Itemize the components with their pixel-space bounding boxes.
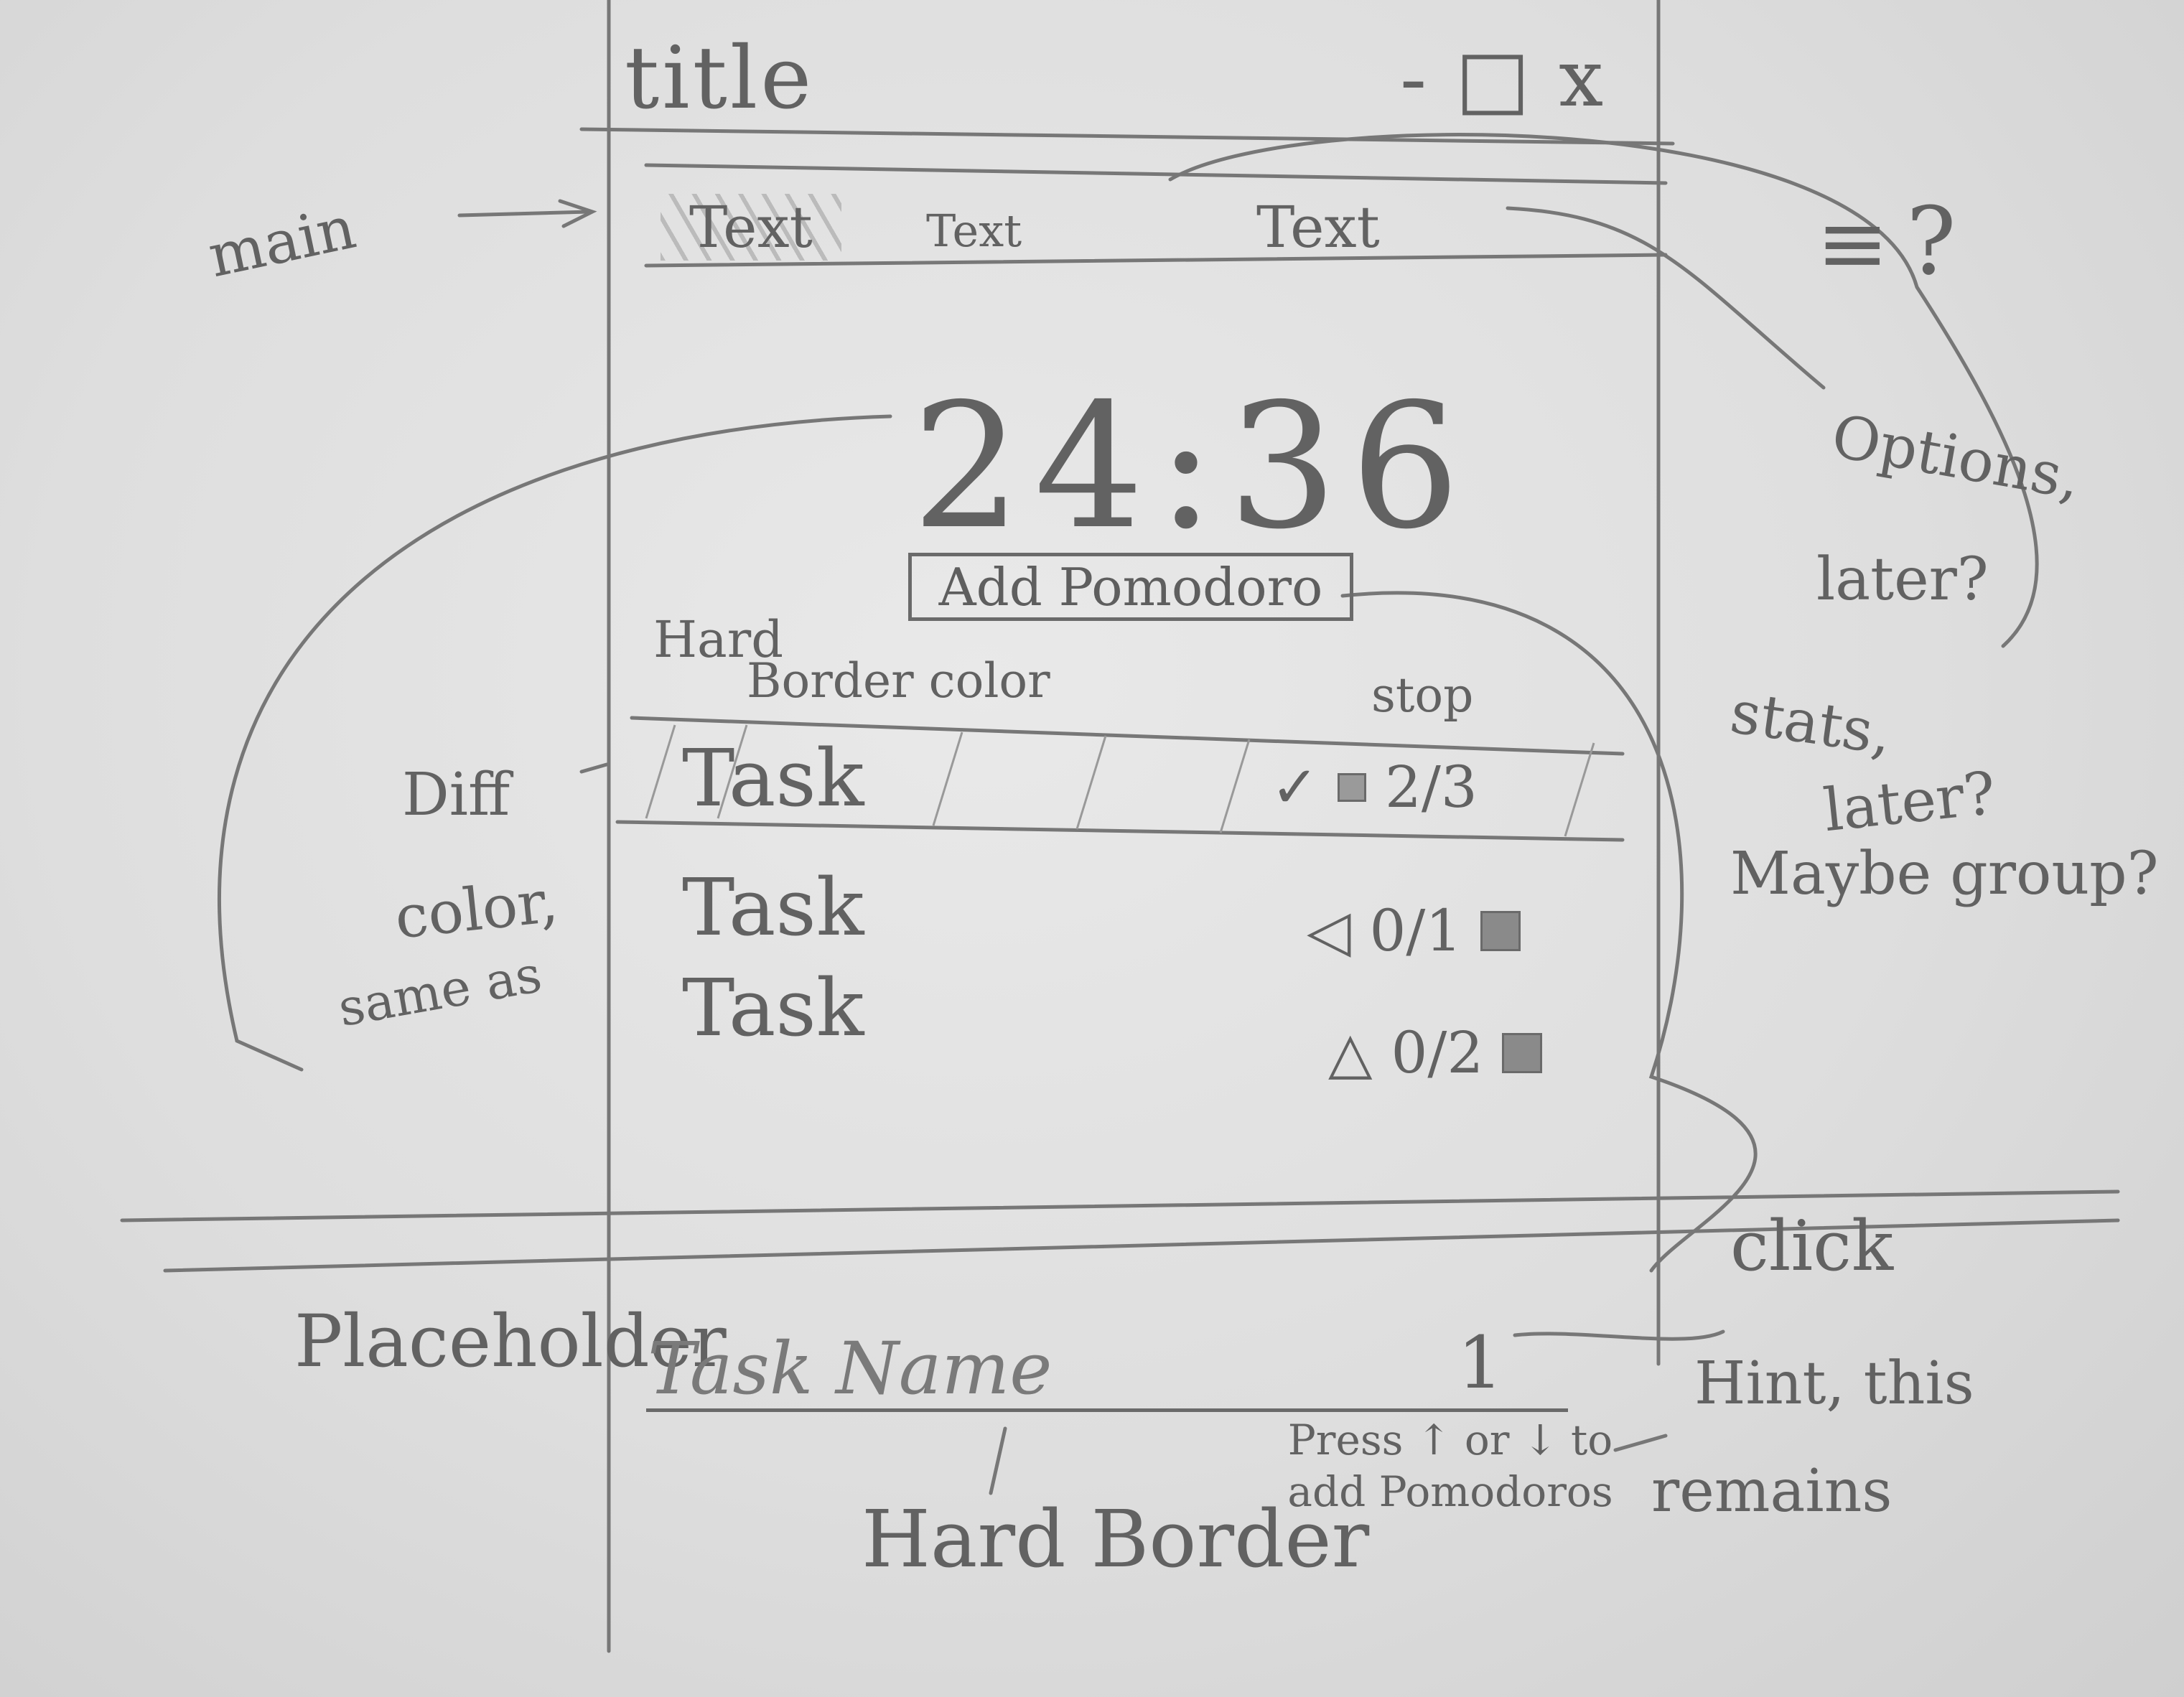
annotation-click: click — [1730, 1206, 1894, 1286]
stop-icon[interactable] — [1338, 772, 1367, 802]
annotation-remains: remains — [1651, 1457, 1893, 1525]
pomodoro-count: 1 — [1457, 1321, 1503, 1405]
annotation-hard-border: Hard Border — [862, 1493, 1370, 1585]
annotation-diff: Diff — [402, 761, 510, 829]
window-controls: - □ x — [1400, 32, 1603, 124]
task-meta-1: ✓ 2/3 — [1271, 754, 1478, 821]
menu-question-mark: ? — [1906, 187, 1956, 296]
annotation-options-later: later? — [1816, 546, 1989, 614]
task-meta-2: ◁ 0/1 — [1307, 897, 1521, 964]
close-button[interactable]: x — [1559, 32, 1604, 124]
tab-1[interactable]: Text — [661, 194, 841, 261]
maximize-button[interactable]: □ — [1455, 32, 1531, 124]
check-icon[interactable]: ✓ — [1271, 754, 1320, 821]
window-title: title — [625, 29, 815, 128]
task-count-2: 0/1 — [1369, 897, 1462, 964]
task-name-1[interactable]: Task — [682, 732, 864, 824]
hint-line-1: Press ↑ or ↓ to — [1287, 1416, 1613, 1464]
task-count-3: 0/2 — [1391, 1019, 1484, 1086]
play-icon[interactable]: ◁ — [1307, 897, 1351, 964]
timer-display: 24:36 — [912, 366, 1473, 567]
annotation-hint-this: Hint, this — [1694, 1350, 1974, 1418]
task-name-2[interactable]: Task — [682, 861, 864, 953]
task-name-input[interactable] — [646, 1328, 1568, 1412]
task-count-1: 2/3 — [1385, 754, 1478, 821]
hint-line-2: add Pomodoros — [1287, 1467, 1613, 1516]
task-name-3[interactable]: Task — [682, 962, 864, 1054]
minimize-button[interactable]: - — [1400, 32, 1427, 124]
tab-2[interactable]: Text — [926, 205, 1022, 257]
hint-text: Press ↑ or ↓ to add Pomodoros — [1271, 1414, 1630, 1518]
tab-3[interactable]: Text — [1256, 194, 1380, 261]
task-meta-3: △ 0/2 — [1328, 1019, 1543, 1086]
annotation-stop: stop — [1371, 668, 1474, 723]
hamburger-icon[interactable]: ≡ — [1816, 194, 1889, 294]
annotation-hard: Hard — [653, 610, 784, 669]
annotation-maybe-group: Maybe group? — [1730, 840, 2159, 908]
delete-icon[interactable] — [1480, 910, 1521, 951]
annotation-border-color: Border color — [747, 653, 1050, 709]
add-pomodoro-button[interactable]: Add Pomodoro — [908, 553, 1353, 621]
delete-icon[interactable] — [1502, 1032, 1543, 1073]
play-icon[interactable]: △ — [1328, 1019, 1373, 1086]
